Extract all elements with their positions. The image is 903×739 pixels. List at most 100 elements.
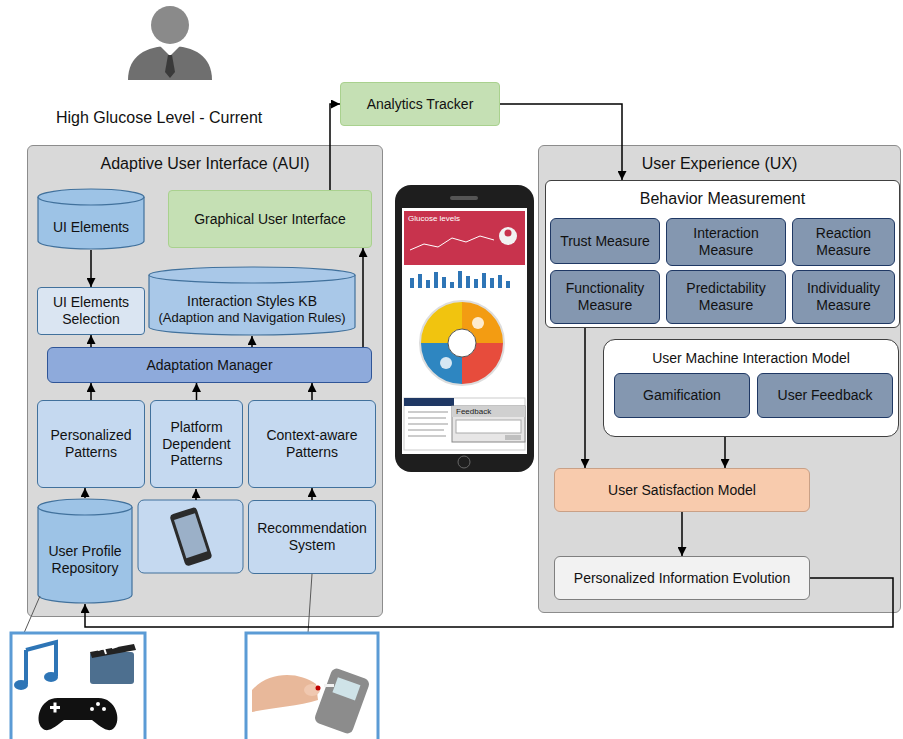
process-box: Personalized Information Evolution [554,556,810,600]
connector-arrow [90,250,92,287]
smartphone-mockup [402,208,527,454]
glucometer-box [313,667,370,735]
smartphone-mockup [395,185,534,472]
smartphone-mockup [408,424,448,425]
group-title: Behavior Measurement [546,189,899,208]
database-cylinder: User Profile Repository [37,498,133,604]
process-box: Context-aware Patterns [248,400,376,488]
process-box: Recommendation System [248,500,376,574]
box-label: Personalized Patterns [43,427,139,461]
connector-arrow [311,488,313,500]
connector-arrow [724,437,726,468]
smartphone-mockup [448,329,476,357]
group-panel: User Experience (UX)Behavior Measurement… [538,145,901,613]
glucometer-box [246,633,378,739]
box-label: UI Elements [41,219,141,236]
process-box: User Satisfaction Model [554,468,810,512]
glucometer-box [324,684,334,687]
media-icons-box [96,702,100,706]
smartphone-mockup [505,435,521,440]
smartphone-mockup [404,398,454,406]
smartphone-mockup [499,227,517,245]
box-label: Adaptation Manager [53,357,366,374]
box-label: Interaction Styles KB [152,293,352,310]
smartphone-mockup [458,271,462,288]
smartphone-mockup [474,279,478,288]
person-icon [151,6,189,44]
process-box: Platform Dependent Patterns [150,400,243,488]
media-icons-box [24,596,40,633]
screen-text: Feedback [456,407,491,417]
box-label: Functionality Measure [556,280,654,314]
smartphone-mockup [466,276,470,288]
connector-arrow [362,248,364,347]
media-icons-box [39,698,118,730]
media-icons-box [11,596,145,739]
process-box: Personalized Patterns [37,400,145,488]
connector-arrow [196,383,198,400]
measure-box: Reaction Measure [792,218,895,266]
person-icon [160,46,180,56]
cylinder-outline [37,188,145,250]
group-title: User Machine Interaction Model [604,350,898,367]
media-icons-box [90,707,94,711]
media-icons-box [90,644,136,658]
database-cylinder: Interaction Styles KB(Adaption and Navig… [148,266,356,336]
device-box [138,489,243,573]
cylinder-top [149,267,355,283]
device-box [174,513,207,558]
process-box: Graphical User Interface [168,190,372,248]
database-cylinder: UI Elements [37,188,145,250]
smartphone-mockup [498,275,502,288]
measure-box: Predictability Measure [666,270,786,324]
connector-arrow [90,383,92,400]
device-box [169,507,212,567]
connector-arrow [500,104,622,180]
group-box: User Machine Interaction ModelGamificati… [603,339,899,437]
connector-arrow [251,336,253,347]
box-label: User Satisfaction Model [560,482,804,499]
smartphone-mockup [408,430,444,431]
connector-arrow [85,578,893,627]
box-label: Analytics Tracker [346,96,494,113]
media-icons-box [26,642,56,676]
measure-box: Functionality Measure [550,270,660,324]
smartphone-mockup [506,281,510,288]
connector-arrow [84,488,86,498]
media-icons-box [11,633,145,739]
connector-arrow [681,512,683,556]
media-icons-box [98,646,118,654]
smartphone-mockup [426,280,430,288]
media-icons-box [102,707,106,711]
person-icon [128,46,212,80]
smartphone-mockup [482,273,486,288]
cylinder-body [149,275,355,335]
cylinder-body [38,507,132,603]
model-box: User Feedback [757,373,893,418]
smartphone-mockup [490,278,494,288]
patient-state-label: High Glucose Level - Current [56,108,262,127]
glucometer-box [304,684,320,696]
connector-arrow [90,335,92,347]
box-label: User Profile Repository [41,543,129,577]
box-label: Platform Dependent Patterns [156,419,237,469]
process-box: Adaptation Manager [47,347,372,383]
smartphone-mockup [408,418,446,419]
smartphone-mockup [408,412,448,413]
glucometer-box [316,686,321,691]
device-box [138,500,243,573]
smartphone-mockup [418,274,422,288]
connector-arrow [584,328,586,468]
group-box: Behavior MeasurementTrust MeasureInterac… [545,180,900,328]
measure-box: Interaction Measure [666,218,786,266]
process-box: UI Elements Selection [37,287,145,335]
smartphone-mockup [505,230,512,237]
media-icons-box [44,672,58,682]
media-icons-box [54,703,57,713]
box-label: Interaction Measure [672,225,780,259]
smartphone-mockup [452,406,525,417]
process-box: Analytics Tracker [340,82,500,126]
device-box [169,507,212,567]
measure-box: Individuality Measure [792,270,895,324]
box-label: Reaction Measure [798,225,889,259]
